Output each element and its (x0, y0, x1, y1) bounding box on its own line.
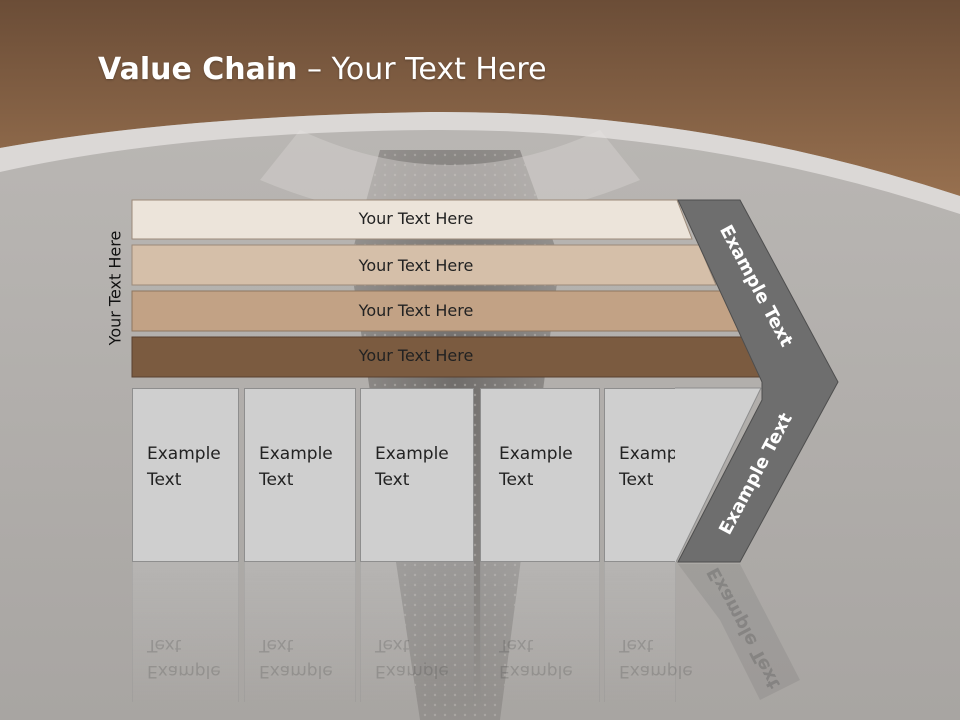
chevron-reflection (678, 564, 800, 700)
bar-label-4: Your Text Here (358, 346, 474, 365)
box-5-line-1: Example (619, 444, 693, 464)
box-2-line-1: Example (259, 444, 333, 464)
title-bold: Value Chain (98, 52, 298, 87)
bar-label-2: Your Text Here (358, 256, 474, 275)
box-3-line-2: Text (375, 470, 410, 490)
box-3-line-1: Example (375, 444, 449, 464)
box-1-line-1: Example (147, 444, 221, 464)
chevron-shape (677, 199, 839, 563)
box-4-line-2: Text (499, 470, 534, 490)
slide-title: Value Chain – Your Text Here (98, 52, 547, 96)
bar-label-1: Your Text Here (358, 209, 474, 228)
box-4-line-1: Example (499, 444, 573, 464)
box-2-line-2: Text (259, 470, 294, 490)
title-rest: – Your Text Here (297, 52, 547, 87)
bar-label-3: Your Text Here (358, 301, 474, 320)
box-1-line-2: Text (147, 470, 182, 490)
bar-shape-2 (131, 244, 717, 286)
bar-shape-1 (131, 199, 693, 240)
box-5-line-2: Text (619, 470, 654, 490)
